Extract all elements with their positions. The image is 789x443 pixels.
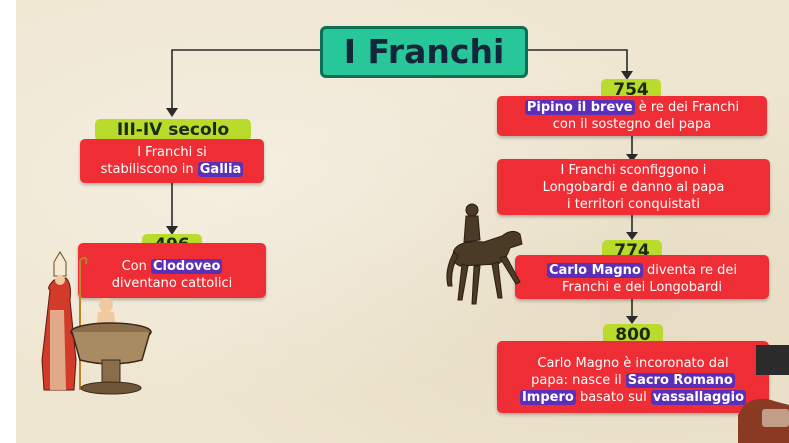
arrowhead [166, 108, 178, 117]
box-text-line: i territori conquistati [566, 196, 701, 212]
box-text: stabiliscono in [100, 162, 198, 177]
highlight-clodoveo: Clodoveo [151, 258, 223, 274]
arrowhead [626, 316, 638, 324]
box-text-line: con il sostegno del papa [552, 117, 712, 132]
period-badge-iii-iv: III-IV secolo [95, 119, 251, 141]
event-box-sacro-romano-impero: Carlo Magno è incoronato dal papa: nasce… [497, 341, 769, 413]
box-text: diventa re dei [642, 262, 738, 278]
box-text-line: diventano cattolici [111, 275, 233, 291]
arrowhead [626, 232, 638, 240]
box-text-line: Franchi e dei Longobardi [562, 279, 722, 295]
arrowhead [621, 71, 633, 80]
event-box-settlement: I Franchi si stabiliscono in Gallia [80, 139, 264, 183]
highlight-vassallaggio: vassallaggio [650, 389, 747, 405]
event-box-pipino: Pipino il breve è re dei Franchi con il … [497, 96, 767, 136]
highlight-pipino: Pipino il breve [524, 100, 635, 115]
highlight-carlo-magno: Carlo Magno [546, 262, 643, 278]
arrowhead [626, 154, 638, 162]
box-text-line: Carlo Magno è incoronato dal [537, 355, 729, 371]
year-badge-754: 754 [601, 79, 661, 101]
box-text-line: I Franchi si [137, 145, 207, 160]
box-text-line: I Franchi sconfiggono i [560, 162, 707, 178]
connector-title-left [171, 49, 320, 110]
year-badge-800: 800 [603, 324, 663, 346]
box-text-line: Pipino il breve è re dei Franchi [503, 99, 761, 116]
connector-title-right [528, 49, 628, 73]
diagram-title: I Franchi [320, 26, 528, 78]
box-text-line: Carlo Magno diventa re dei [521, 262, 763, 279]
box-text: Con [121, 258, 151, 274]
box-text-line: Longobardi e danno al papa [542, 179, 725, 195]
box-text: basato sul [575, 389, 651, 405]
box-text-line: Impero basato sul vassallaggio [503, 389, 763, 406]
box-text: è re dei Franchi [634, 100, 740, 115]
box-text-line: Con Clodoveo [84, 258, 260, 275]
highlight-gallia: Gallia [197, 162, 244, 177]
box-text-line: stabiliscono in Gallia [86, 161, 258, 178]
horse-rider-statue-icon [446, 203, 523, 305]
event-box-longobardi: I Franchi sconfiggono i Longobardi e dan… [497, 159, 770, 215]
event-box-clodoveo: Con Clodoveo diventano cattolici [78, 243, 266, 298]
box-text-line: papa: nasce il Sacro Romano [503, 372, 763, 389]
box-text: papa: nasce il [531, 372, 626, 388]
event-box-carlo-re: Carlo Magno diventa re dei Franchi e dei… [515, 255, 769, 299]
highlight-impero: Impero [519, 389, 576, 405]
highlight-sacro-romano: Sacro Romano [625, 372, 735, 388]
medieval-baptism-icon [41, 251, 152, 395]
arrowhead [166, 226, 178, 235]
logo-watermark [738, 345, 789, 443]
